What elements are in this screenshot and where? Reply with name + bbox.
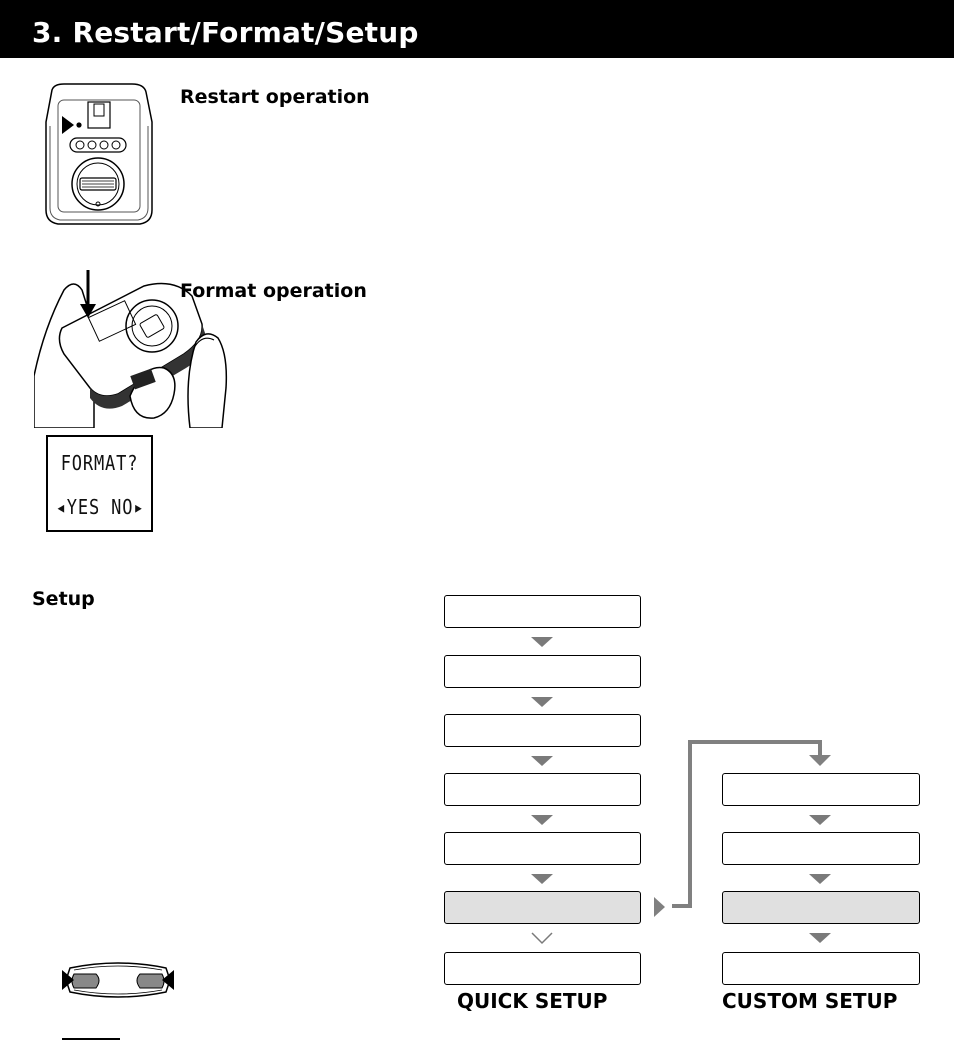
connector-drop bbox=[818, 740, 822, 756]
connector-top bbox=[688, 740, 822, 744]
button-pair-illustration bbox=[62, 962, 174, 998]
quick-step-4 bbox=[444, 773, 641, 806]
down-arrow-icon bbox=[531, 697, 553, 707]
down-arrow-icon bbox=[531, 815, 553, 825]
quick-setup-label: QUICK SETUP bbox=[457, 989, 608, 1013]
down-arrow-icon bbox=[531, 874, 553, 884]
down-arrow-icon bbox=[531, 756, 553, 766]
down-arrow-icon bbox=[809, 815, 831, 825]
device-back-illustration bbox=[45, 83, 153, 225]
quick-step-5 bbox=[444, 832, 641, 865]
underline-rule bbox=[62, 1038, 120, 1040]
down-arrow-icon bbox=[809, 755, 831, 766]
page-header: 3. Restart/Format/Setup bbox=[0, 0, 954, 58]
lcd-line-1: FORMAT? bbox=[60, 451, 139, 475]
page-title: 3. Restart/Format/Setup bbox=[32, 16, 419, 49]
quick-step-3 bbox=[444, 714, 641, 747]
custom-step-2 bbox=[722, 832, 920, 865]
format-heading: Format operation bbox=[180, 280, 367, 302]
format-hand-illustration bbox=[34, 270, 228, 428]
connector-bottom bbox=[672, 904, 692, 908]
down-arrow-icon bbox=[531, 637, 553, 647]
setup-heading: Setup bbox=[32, 588, 95, 610]
custom-step-1 bbox=[722, 773, 920, 806]
restart-heading: Restart operation bbox=[180, 86, 370, 108]
custom-step-4 bbox=[722, 952, 920, 985]
lcd-line-2: ◂YES NO▸ bbox=[55, 495, 145, 519]
quick-step-6-selected bbox=[444, 891, 641, 924]
lcd-display: FORMAT? ◂YES NO▸ bbox=[46, 435, 153, 532]
down-arrow-icon bbox=[809, 933, 831, 943]
chevron-down-icon bbox=[531, 932, 553, 945]
down-arrow-icon bbox=[809, 874, 831, 884]
custom-setup-label: CUSTOM SETUP bbox=[722, 989, 898, 1013]
quick-step-2 bbox=[444, 655, 641, 688]
connector-vertical bbox=[688, 740, 692, 908]
custom-step-3-selected bbox=[722, 891, 920, 924]
right-arrow-icon bbox=[654, 897, 665, 917]
quick-step-7 bbox=[444, 952, 641, 985]
quick-step-1 bbox=[444, 595, 641, 628]
